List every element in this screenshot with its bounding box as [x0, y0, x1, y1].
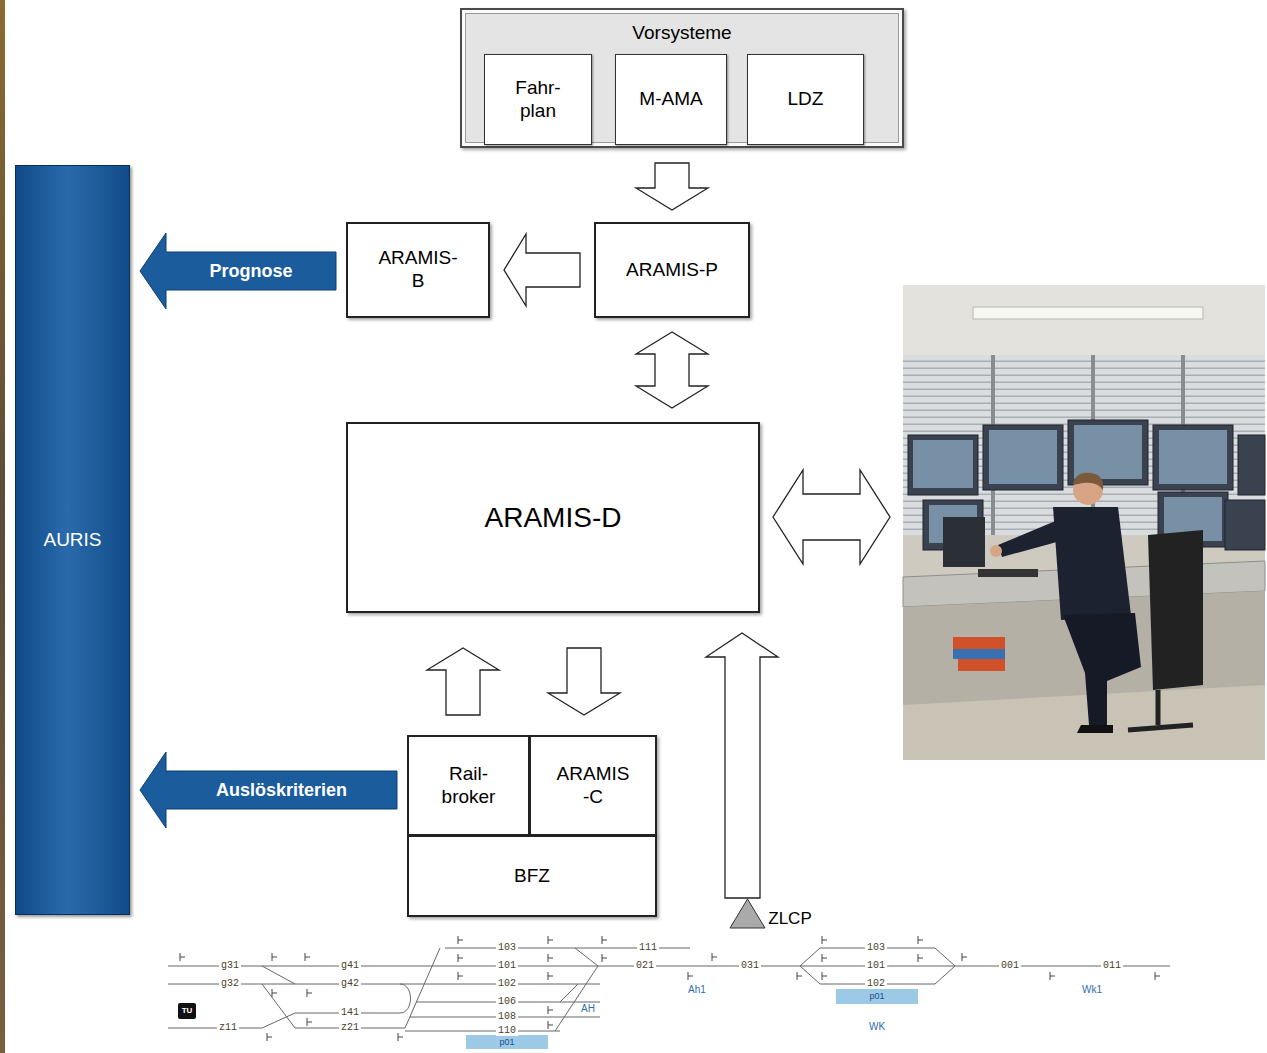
photo-wall: [903, 285, 1265, 760]
track-label: 031: [739, 961, 761, 971]
platform-band: p01: [836, 989, 918, 1004]
process-box: ARAMIS- B: [346, 222, 490, 318]
track-label: g32: [219, 979, 241, 989]
hollow-up-arrow: [706, 633, 778, 898]
track-label: 108: [496, 1012, 518, 1022]
process-box: ARAMIS-D: [346, 422, 760, 613]
track-label: AH: [579, 1004, 597, 1014]
track-label: 101: [865, 961, 887, 971]
system-box: Fahr- plan: [484, 54, 592, 145]
track-label: 103: [865, 943, 887, 953]
monitor: [1225, 500, 1265, 550]
track-label: Ah1: [686, 985, 708, 995]
system-box: M-AMA: [615, 54, 727, 145]
block-arrow: [504, 234, 580, 306]
track-tag: TU: [178, 1003, 196, 1019]
monitor: [1153, 425, 1233, 490]
person-hand: [990, 545, 1002, 557]
binder: [958, 659, 1005, 671]
node-label: Vorsysteme: [632, 22, 731, 45]
person-hair: [1073, 473, 1103, 490]
hollow-double-arrow: [773, 470, 890, 564]
monitor: [1238, 435, 1265, 495]
process-box: BFZ: [407, 835, 657, 917]
track-label: g42: [339, 979, 361, 989]
screen: [989, 430, 1057, 484]
node-label: ARAMIS-D: [485, 501, 622, 535]
signal-symbols: [180, 936, 1160, 1041]
person-shoe: [1077, 725, 1113, 733]
track-label: 111: [637, 943, 659, 953]
desk-front: [903, 591, 1265, 760]
system-group: VorsystemeFahr- plan M-AMA LDZ: [460, 8, 904, 148]
screen: [913, 440, 973, 488]
track-label: 101: [496, 961, 518, 971]
zlcp-triangle: [730, 899, 765, 928]
monitor: [983, 425, 1063, 490]
track-label: z11: [217, 1023, 239, 1033]
node-label: LDZ: [788, 88, 824, 111]
person-legs: [1063, 613, 1141, 725]
screen: [1159, 430, 1227, 484]
track-label: 001: [999, 961, 1021, 971]
sensor-label: ZLCP: [766, 910, 813, 927]
track-lines: [168, 948, 1170, 1031]
output-arrow: [140, 752, 397, 828]
track-label: 141: [339, 1008, 361, 1018]
system-bar: AURIS: [15, 165, 130, 915]
desk-monitor: [943, 517, 985, 567]
node-label: ARAMIS -C: [553, 763, 633, 809]
node-label: AURIS: [43, 529, 101, 552]
block-arrow: [636, 332, 708, 408]
track-label: 011: [1101, 961, 1123, 971]
node-label: p01: [499, 1038, 514, 1047]
track-label: 102: [496, 979, 518, 989]
binder: [953, 649, 1005, 659]
track-label: Wk1: [1080, 985, 1104, 995]
control-room-photo: [903, 285, 1265, 760]
track-label: 102: [865, 979, 887, 989]
monitor: [908, 435, 978, 495]
process-box: Rail- broker: [407, 735, 530, 836]
system-box: LDZ: [747, 54, 864, 145]
block-arrow: [636, 163, 708, 210]
screen: [1074, 425, 1142, 479]
track-label: WK: [867, 1022, 887, 1032]
track-label: 103: [496, 943, 518, 953]
node-label: TU: [182, 1007, 193, 1015]
output-arrow: [140, 233, 336, 309]
track-label: g41: [339, 961, 361, 971]
binder: [953, 637, 1005, 649]
person-arm: [998, 517, 1075, 557]
platform-band: p01: [466, 1035, 548, 1049]
edge-strip: [0, 0, 5, 1053]
floor: [903, 685, 1265, 760]
process-box: ARAMIS -C: [529, 735, 657, 836]
node-label: Fahr- plan: [508, 77, 568, 123]
track-label: 110: [496, 1026, 518, 1036]
node-label: ARAMIS- B: [374, 247, 462, 293]
node-label: BFZ: [514, 865, 550, 888]
block-arrow: [427, 648, 499, 715]
edge-label: Auslöskriterien: [216, 781, 347, 799]
keyboard: [978, 569, 1038, 577]
ceiling-lamp: [973, 307, 1203, 319]
block-arrow: [548, 648, 620, 715]
edge-label: Prognose: [209, 262, 292, 280]
node-label: ARAMIS-P: [626, 259, 718, 282]
chair-back: [1148, 530, 1203, 690]
node-label: p01: [869, 992, 884, 1001]
process-box: ARAMIS-P: [594, 222, 750, 318]
track-label: 021: [634, 961, 656, 971]
chair-base: [1128, 690, 1193, 730]
track-label: g31: [219, 961, 241, 971]
node-label: Rail- broker: [434, 763, 504, 809]
node-label: M-AMA: [639, 88, 702, 111]
track-label: 106: [496, 997, 518, 1007]
track-label: z21: [339, 1023, 361, 1033]
photo-ceiling: [903, 285, 1265, 355]
